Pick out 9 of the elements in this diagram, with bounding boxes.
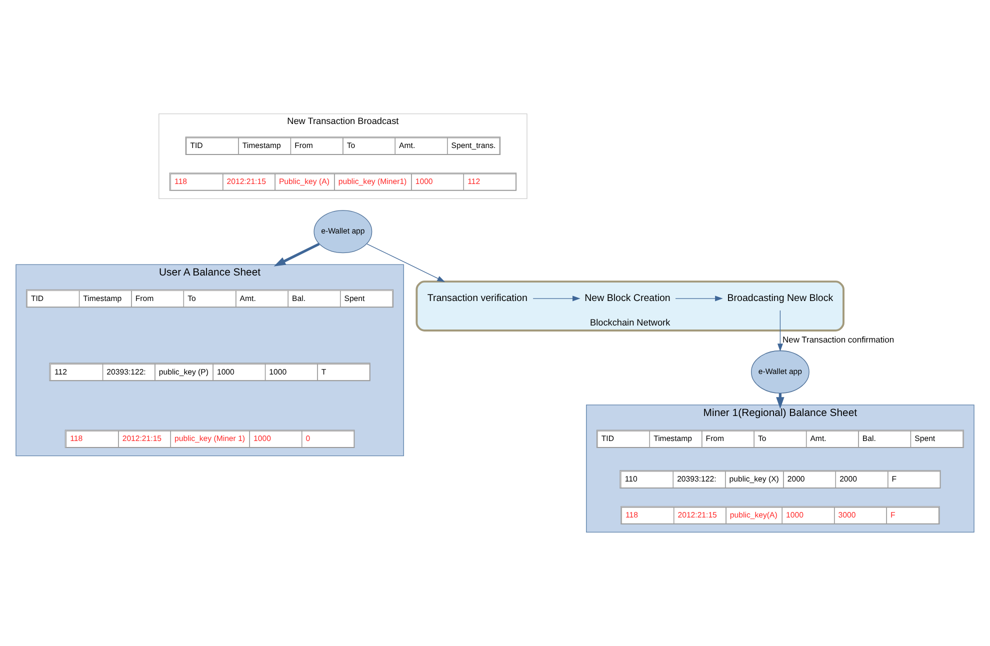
arrow [274,242,320,266]
edge-label: New Transaction confirmation [782,334,894,345]
arrow [366,244,446,282]
node-text: New Block Creation [584,292,670,304]
arrow [675,296,723,302]
node-text: Transaction verification [427,292,528,304]
arrow [532,296,580,302]
node-text: Broadcasting New Block [727,292,834,304]
arrow [777,310,783,352]
